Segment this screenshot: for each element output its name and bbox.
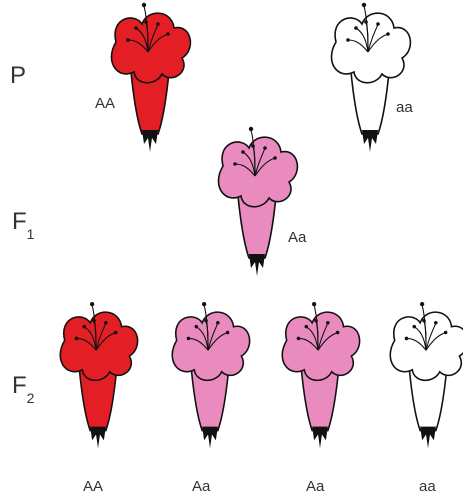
generation-label-f1: F1 — [12, 210, 34, 237]
genotype-label-f2-pink-2: Aa — [306, 479, 324, 494]
genotype-label-f2-red: AA — [83, 479, 103, 494]
flower-f2-red — [60, 302, 137, 448]
genotype-label-f2-pink-1: Aa — [192, 479, 210, 494]
genotype-label-p-white: aa — [396, 100, 413, 115]
flower-f1-pink — [218, 127, 297, 276]
genotype-label-f1-pink: Aa — [288, 230, 306, 245]
flower-f2-white — [390, 302, 463, 448]
flower-p-white — [331, 3, 410, 152]
flower-f2-pink2 — [282, 302, 359, 448]
genotype-label-f2-white: aa — [419, 479, 436, 494]
flower-p-red — [111, 3, 190, 152]
generation-label-p: P — [10, 64, 26, 88]
flower-f2-pink1 — [172, 302, 249, 448]
generation-label-f2: F2 — [12, 374, 34, 401]
genotype-label-p-red: AA — [95, 96, 115, 111]
